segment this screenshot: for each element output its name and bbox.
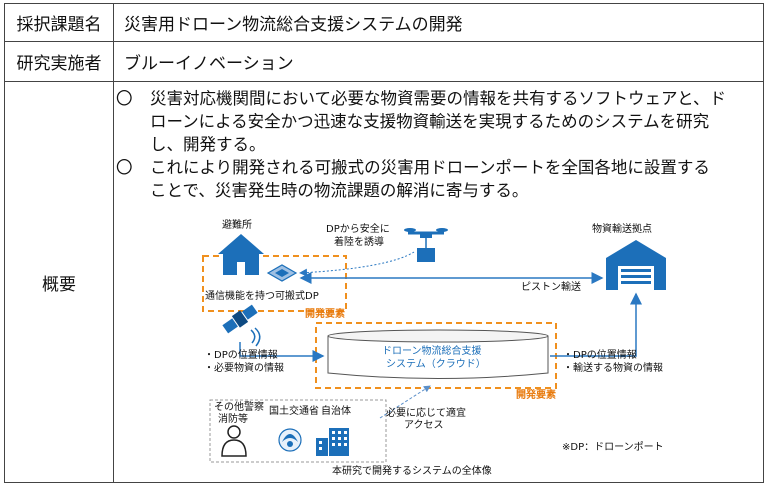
drone-icon: [404, 228, 448, 262]
row-implementer: 研究実施者 ブルーイノベーション: [4, 41, 764, 82]
right-info-arrow: [550, 292, 642, 357]
label-overview: 概要: [4, 81, 114, 483]
row-title: 採択課題名 災害用ドローン物流総合支援システムの開発: [4, 3, 764, 42]
piston-label: ピストン輸送: [521, 282, 581, 293]
shelter-label: 避難所: [222, 220, 252, 231]
system-line-1: ドローン物流総合支援: [382, 346, 482, 357]
project-title: 災害用ドローン物流総合支援システムの開発: [113, 3, 764, 42]
guidance-line-2: 着陸を誘導: [334, 237, 384, 248]
access-line-1: 必要に応じて適宜: [386, 408, 466, 419]
dp-footnote: ※DP：ドローンポート: [562, 442, 664, 453]
left-info-line-1: ・DPの位置情報: [204, 350, 278, 361]
system-line-2: システム（クラウド）: [386, 359, 486, 370]
org-fire: 消防等: [218, 414, 248, 425]
person-icon: [221, 425, 247, 457]
org-mlit: 国土交通省: [269, 406, 319, 417]
dev-element-label-1: 開発要素: [305, 309, 345, 320]
satellite-icon: [222, 304, 261, 347]
bullet-mark: 〇: [116, 89, 133, 108]
bullet-2-line-1: これにより開発される可搬式の災害用ドローンポートを全国各地に設置する: [150, 158, 710, 177]
warehouse-icon: [606, 240, 666, 290]
bullet-mark: 〇: [116, 158, 133, 177]
access-line-2: アクセス: [404, 420, 444, 431]
right-info-line-2: ・輸送する物資の情報: [563, 363, 663, 374]
bullet-1-line-3: し、開発する。: [150, 135, 266, 154]
bullet-2: 〇 これにより開発される可搬式の災害用ドローンポートを全国各地に設置する ことで…: [116, 156, 756, 202]
org-local-gov: 自治体: [321, 406, 351, 417]
orgs-box: [209, 399, 387, 463]
portable-dp-label: 通信機能を持つ可搬式DP: [205, 291, 319, 302]
project-table: 採択課題名 災害用ドローン物流総合支援システムの開発 研究実施者 ブルーイノベー…: [4, 3, 764, 483]
org-other-police: その他警察: [214, 402, 264, 413]
building-icon: [316, 428, 349, 456]
bullet-1-line-2: ローンによる安全かつ迅速な支援物資輸送を実現するためのシステムを研究: [150, 112, 710, 131]
label-implementer: 研究実施者: [4, 41, 114, 82]
diagram-caption: 本研究で開発するシステムの全体像: [332, 466, 492, 477]
cloud-system-cylinder: [327, 329, 549, 379]
guidance-line-1: DPから安全に: [326, 224, 390, 235]
bullet-1-line-1: 災害対応機関間において必要な物資需要の情報を共有するソフトウェアと、ド: [150, 89, 727, 108]
right-info-line-1: ・DPの位置情報: [563, 350, 637, 361]
bullet-2-line-2: ことで、災害発生時の物流課題の解消に寄与する。: [150, 181, 529, 200]
bullet-1: 〇 災害対応機関間において必要な物資需要の情報を共有するソフトウェアと、ド ロー…: [116, 87, 756, 156]
diagram-graphics: [202, 228, 666, 463]
mlit-logo-icon: [278, 428, 302, 452]
left-info-line-2: ・必要物資の情報: [204, 363, 284, 374]
hub-label: 物資輸送拠点: [592, 224, 652, 235]
dev-element-label-2: 開発要素: [516, 390, 556, 401]
system-diagram: 避難所 DPから安全に 着陸を誘導 物資輸送拠点 通信機能を持つ可搬式DP ピス…: [118, 218, 762, 480]
label-project-title: 採択課題名: [4, 3, 114, 42]
overview-bullets: 〇 災害対応機関間において必要な物資需要の情報を共有するソフトウェアと、ド ロー…: [116, 87, 756, 202]
house-icon: [218, 234, 264, 275]
implementer-name: ブルーイノベーション: [113, 41, 764, 82]
drone-port-icon: [266, 264, 298, 282]
left-info-arrow: [239, 342, 325, 362]
